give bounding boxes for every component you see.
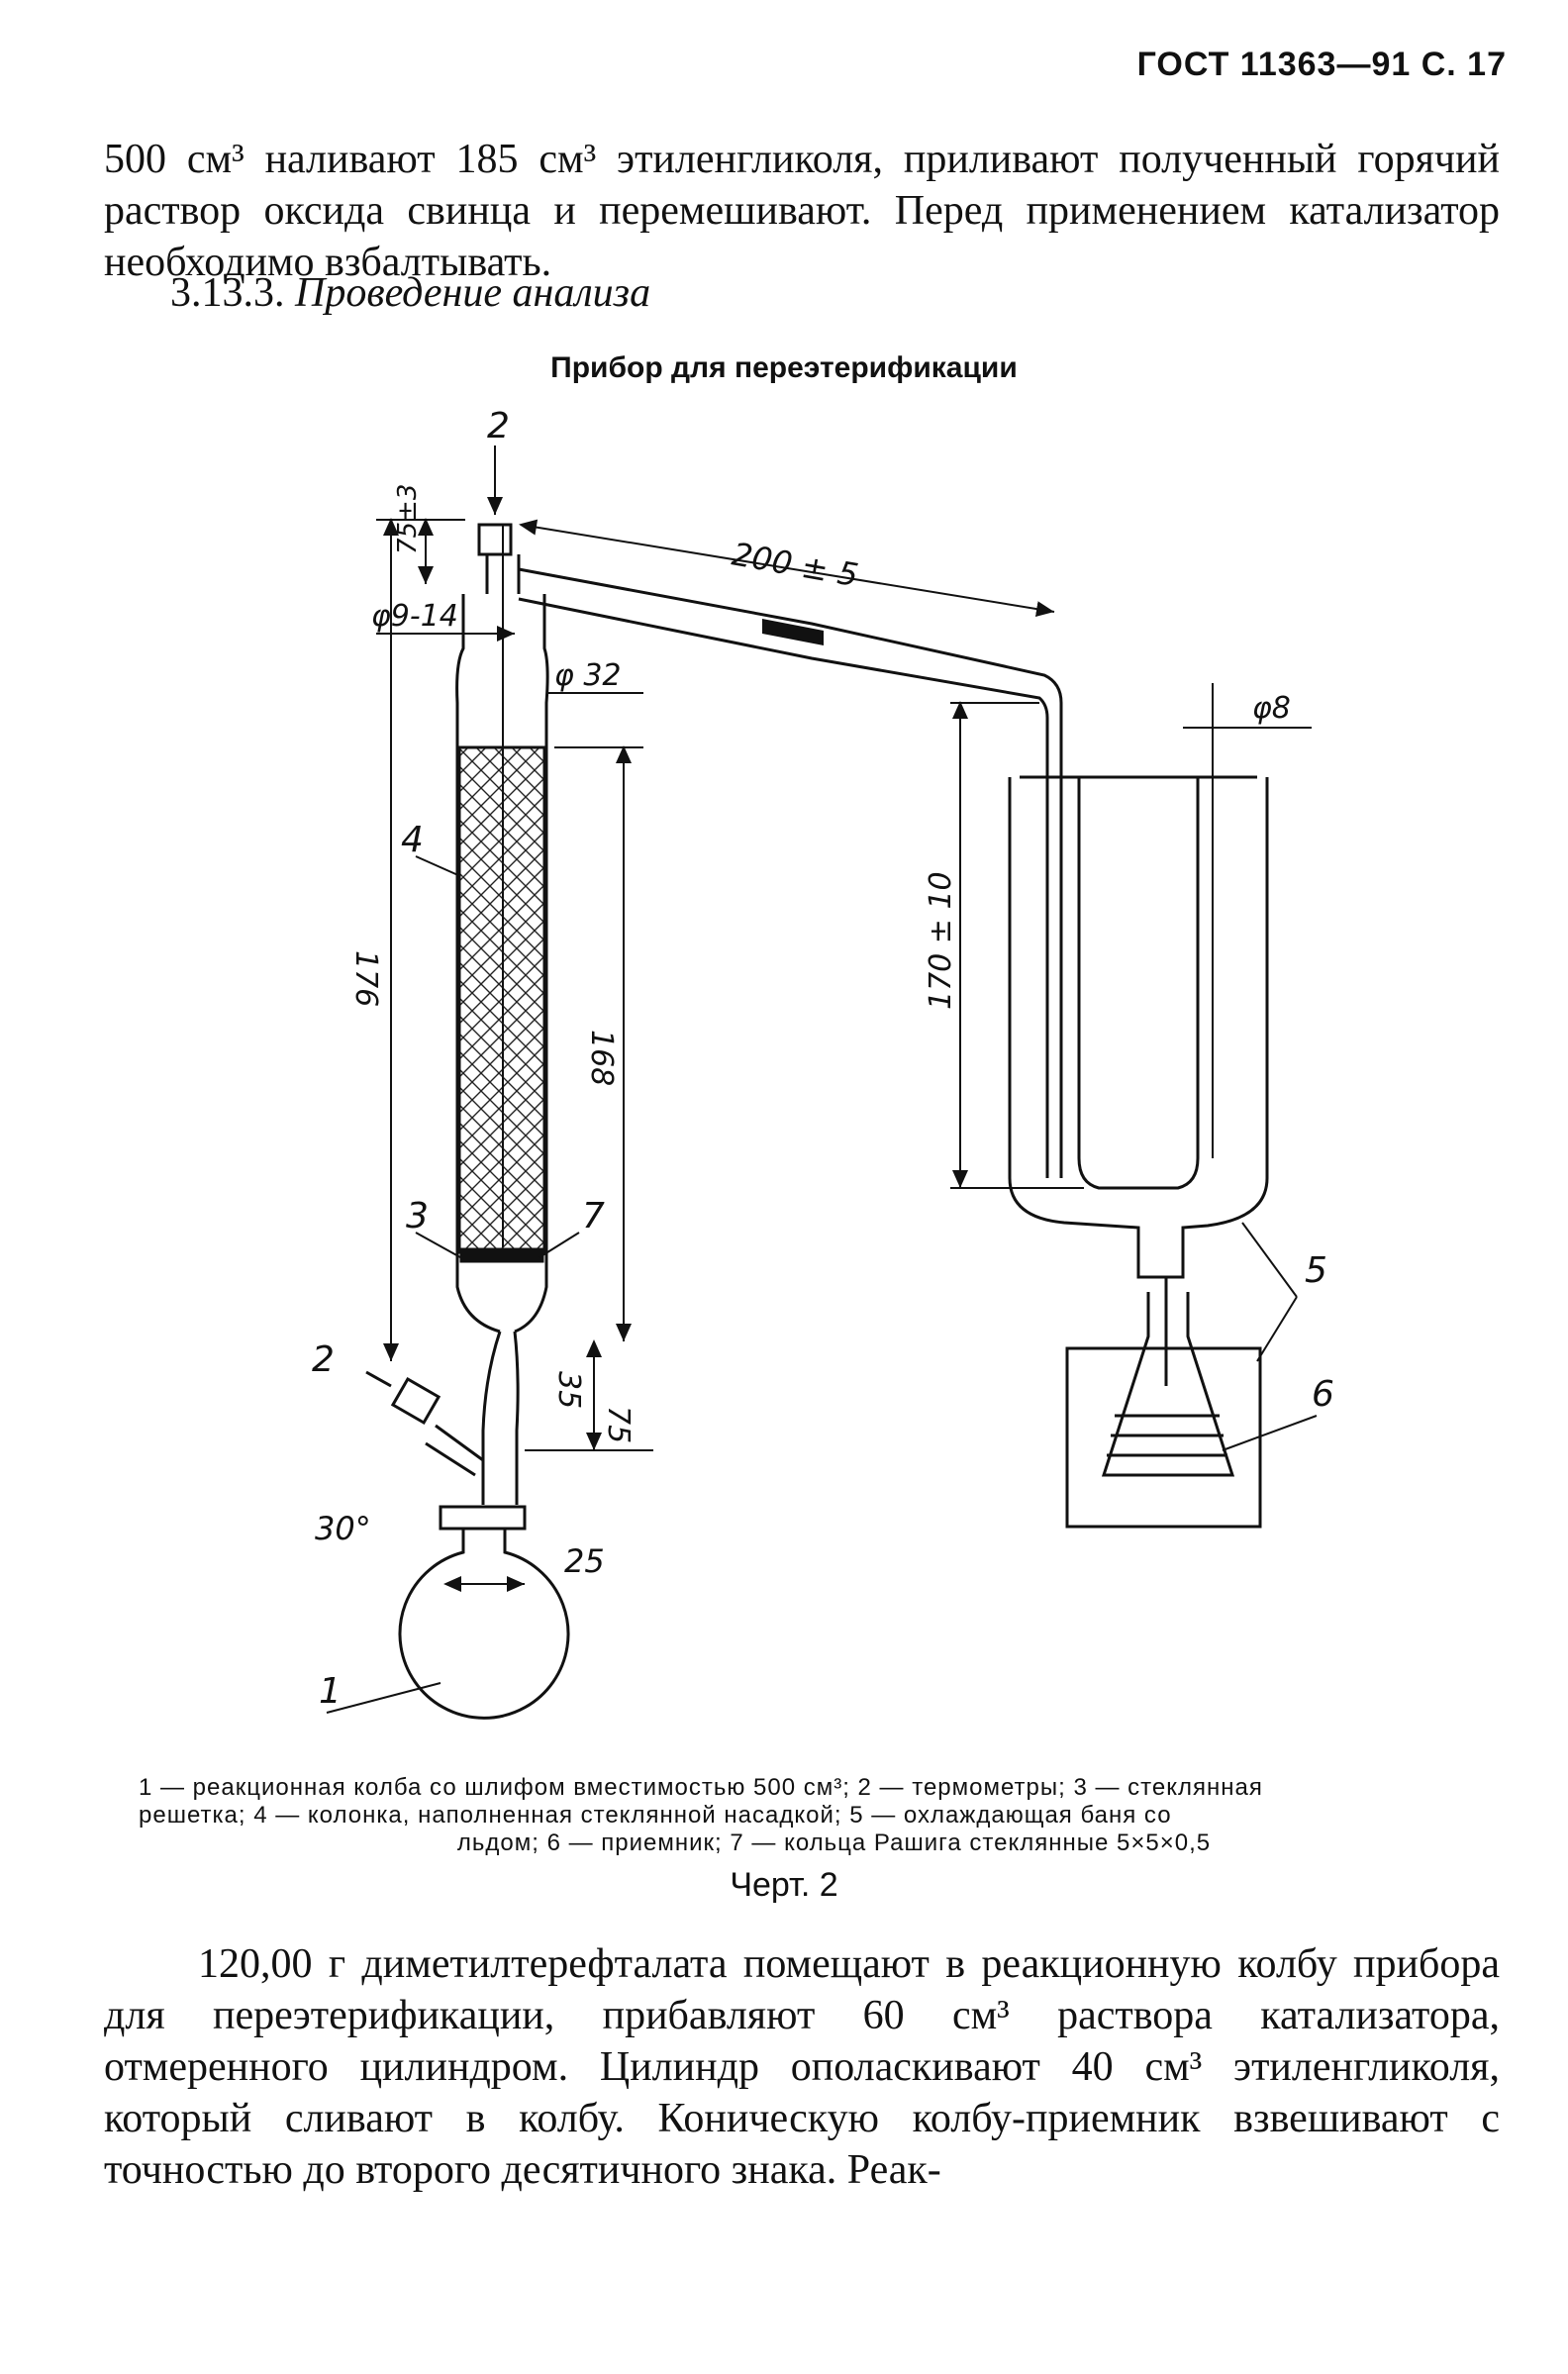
dim-176: 176 <box>348 950 383 1007</box>
label-4: 4 <box>401 820 424 860</box>
dim-phi-8: φ8 <box>1252 691 1291 726</box>
figure-title: Прибор для переэтерификации <box>550 351 1018 384</box>
side-tube <box>518 567 1063 1178</box>
dim-200-5: 200 ± 5 <box>730 535 861 594</box>
glass-grid <box>459 1247 544 1263</box>
apparatus-diagram: 2 4 3 7 2 1 5 6 75±3 φ9-14 φ 32 200 ± 5 … <box>312 406 1334 1720</box>
caption-line-1: 1 — реакционная колба со шлифом вместимо… <box>139 1774 1263 1801</box>
ice-bath-beaker <box>1065 1346 1262 1529</box>
dim-phi-32: φ 32 <box>554 658 622 693</box>
dim-168: 168 <box>584 1030 619 1086</box>
dim-angle-30: 30° <box>315 1510 371 1547</box>
label-5: 5 <box>1305 1250 1327 1291</box>
page-header: ГОСТ 11363—91 С. 17 <box>1136 46 1507 83</box>
receiver-flask <box>1101 1292 1235 1477</box>
label-3: 3 <box>406 1196 429 1236</box>
label-7: 7 <box>582 1196 605 1236</box>
dim-170-10: 170 ± 10 <box>924 871 958 1010</box>
dim-75: 75 <box>601 1406 636 1443</box>
label-2-top: 2 <box>487 406 510 446</box>
label-6: 6 <box>1312 1374 1334 1415</box>
thermometer-joint <box>477 523 513 556</box>
flask-joint <box>439 1505 527 1531</box>
section-title: Проведение анализа <box>295 270 651 316</box>
label-1: 1 <box>319 1671 342 1712</box>
main-paragraph: 120,00 г диметилтерефталата помещают в р… <box>104 1941 1500 2193</box>
dim-25: 25 <box>564 1542 605 1580</box>
reaction-flask <box>398 1529 570 1720</box>
side-thermometer <box>390 1376 441 1426</box>
figure-caption: 1 — реакционная колба со шлифом вместимо… <box>139 1774 1529 1857</box>
dim-phi-9-14: φ9-14 <box>371 599 458 634</box>
label-2-side: 2 <box>312 1339 335 1380</box>
section-heading: 3.13.3. Проведение анализа <box>170 269 650 317</box>
dim-35: 35 <box>551 1371 586 1409</box>
caption-line-3: льдом; 6 — приемник; 7 — кольца Рашига с… <box>456 1830 1212 1856</box>
cooling-bath <box>1008 777 1269 1279</box>
section-number: 3.13.3. <box>170 270 285 316</box>
caption-line-2: решетка; 4 — колонка, наполненная стекля… <box>139 1802 1172 1829</box>
figure-number: Черт. 2 <box>730 1866 838 1904</box>
intro-paragraph: 500 см³ наливают 185 см³ этиленгликоля, … <box>104 137 1500 285</box>
dim-75-3: 75±3 <box>393 484 423 554</box>
packed-column <box>455 525 549 1334</box>
